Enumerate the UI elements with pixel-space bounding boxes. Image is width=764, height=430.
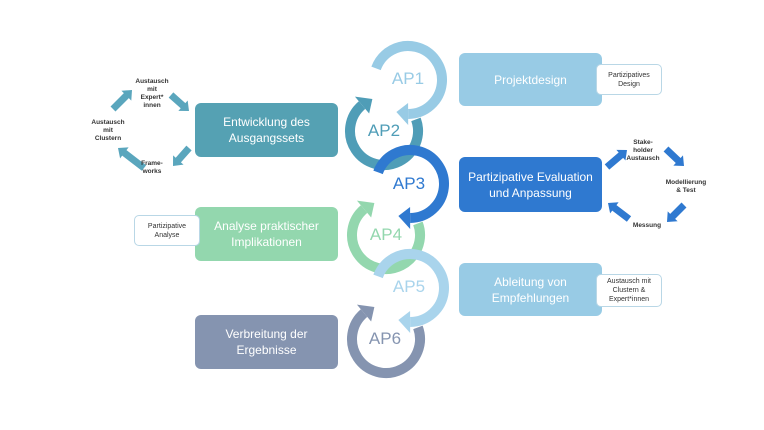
left-cycle-arrow-4: [110, 90, 132, 112]
left-cycle-arrow-2: [173, 145, 192, 166]
right-cycle-right-label: Modellierung & Test: [665, 179, 707, 194]
right-cycle-arrow-1: [663, 146, 684, 166]
ap6-label: AP6: [368, 329, 402, 348]
ap2-label: AP2: [367, 121, 401, 140]
evaluation-box: Partizipative Evaluation und Anpassung: [459, 157, 602, 212]
analyse-box: Analyse praktischer Implikationen: [195, 207, 338, 261]
right-cycle-top-label: Stake- holder Austausch: [626, 139, 660, 162]
ap6-arc: [347, 304, 425, 378]
ap3-label: AP3: [392, 174, 426, 193]
ap3-arc: [373, 145, 449, 229]
left-cycle-bottom-label: Frame- works: [141, 160, 163, 175]
partizipatives-design-note: Partizipatives Design: [596, 64, 662, 95]
ap4-label: AP4: [369, 225, 403, 244]
ap1-arc: [371, 41, 447, 125]
ableitung-box: Ableitung von Empfehlungen: [459, 263, 602, 316]
left-cycle-arrow-3: [118, 147, 147, 171]
projektdesign-box: Projektdesign: [459, 53, 602, 106]
entwicklung-box: Entwicklung des Ausgangssets: [195, 103, 338, 157]
ap5-arc: [373, 249, 449, 333]
ap5-label: AP5: [392, 277, 426, 296]
right-cycle-arrow-4: [604, 149, 627, 170]
verbreitung-box: Verbreitung der Ergebnisse: [195, 315, 338, 369]
left-cycle-top-label: Austausch mit Expert* innen: [135, 78, 169, 109]
left-cycle-arrow-1: [168, 92, 189, 111]
left-cycle-left-label: Austausch mit Clustern: [91, 119, 125, 142]
right-cycle-bottom-label: Messung: [632, 222, 662, 229]
partizipative-analyse-note: Partizipative Analyse: [134, 215, 200, 246]
ap1-label: AP1: [391, 69, 425, 88]
right-cycle-arrow-3: [608, 202, 632, 222]
austausch-cluster-expert-note: Austausch mit Clustern & Expert*innen: [596, 274, 662, 307]
right-cycle-arrow-2: [667, 202, 687, 222]
ap2-arc: [345, 96, 423, 170]
